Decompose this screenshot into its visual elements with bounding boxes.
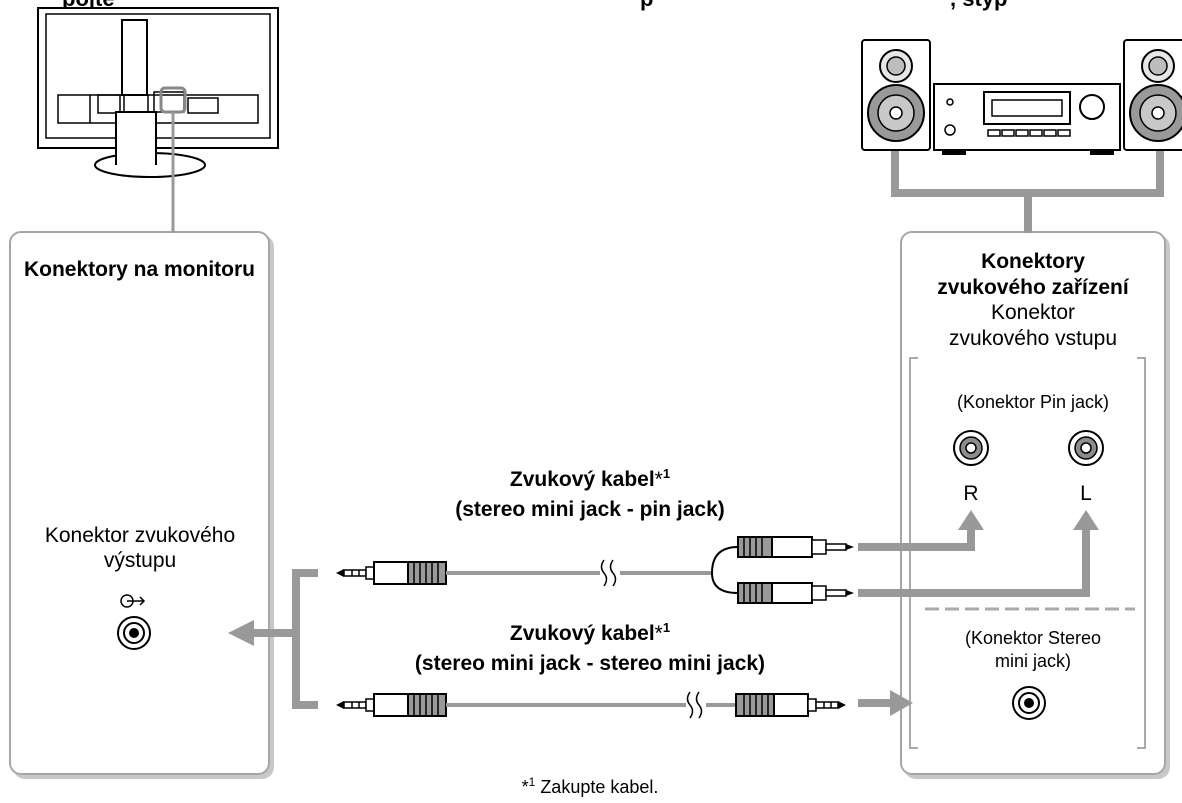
cable-1-label-line1: Zvukový kabel*1 xyxy=(509,466,671,491)
monitor-illustration xyxy=(37,7,279,178)
top-heading-fragment-mid: p xyxy=(640,0,653,12)
cable-1-mini-to-pin xyxy=(336,536,854,604)
pin-jack-l-label: L xyxy=(1080,482,1092,505)
pin-jack-r xyxy=(953,430,989,466)
audio-input-label-line1: Konektor xyxy=(990,301,1076,324)
audio-box-title-line1: Konektory xyxy=(981,250,1085,273)
cable-2-label-line2: (stereo mini jack - stereo mini jack) xyxy=(414,652,766,675)
cable-1-label-line2: (stereo mini jack - pin jack) xyxy=(455,498,725,521)
pin-jack-r-label: R xyxy=(963,482,979,505)
top-heading-fragment-right: , styp xyxy=(950,0,1007,12)
audio-out-icon xyxy=(120,594,146,608)
connection-arrows xyxy=(250,525,1090,709)
stereo-mini-jack-label-line2: mini jack) xyxy=(994,651,1071,671)
monitor-box-title: Konektory na monitoru xyxy=(23,258,255,281)
cable-2-label-line1: Zvukový kabel*1 xyxy=(509,620,671,645)
audio-out-jack xyxy=(117,616,151,650)
pin-jack-l xyxy=(1068,430,1104,466)
stereo-mini-jack-label-line1: (Konektor Stereo xyxy=(964,628,1102,648)
stereo-mini-jack xyxy=(1012,686,1046,720)
top-heading-fragment-left: pojte xyxy=(62,0,115,12)
audio-output-label: Konektor zvukového výstupu xyxy=(44,524,236,573)
arrow-heads xyxy=(228,510,1099,716)
pin-jack-label: (Konektor Pin jack) xyxy=(956,392,1110,412)
cable-2-mini-to-mini xyxy=(336,691,846,719)
audio-input-label-line2: zvukového vstupu xyxy=(900,326,1166,351)
input-connector-bracket xyxy=(909,357,1146,749)
audio-device-connectors-box xyxy=(900,231,1166,775)
audio-box-title-line2: zvukového zařízení xyxy=(937,276,1129,299)
footnote: *1 Zakupte kabel. xyxy=(521,775,659,797)
audio-system-illustration xyxy=(861,39,1182,233)
monitor-connectors-box xyxy=(9,231,270,775)
